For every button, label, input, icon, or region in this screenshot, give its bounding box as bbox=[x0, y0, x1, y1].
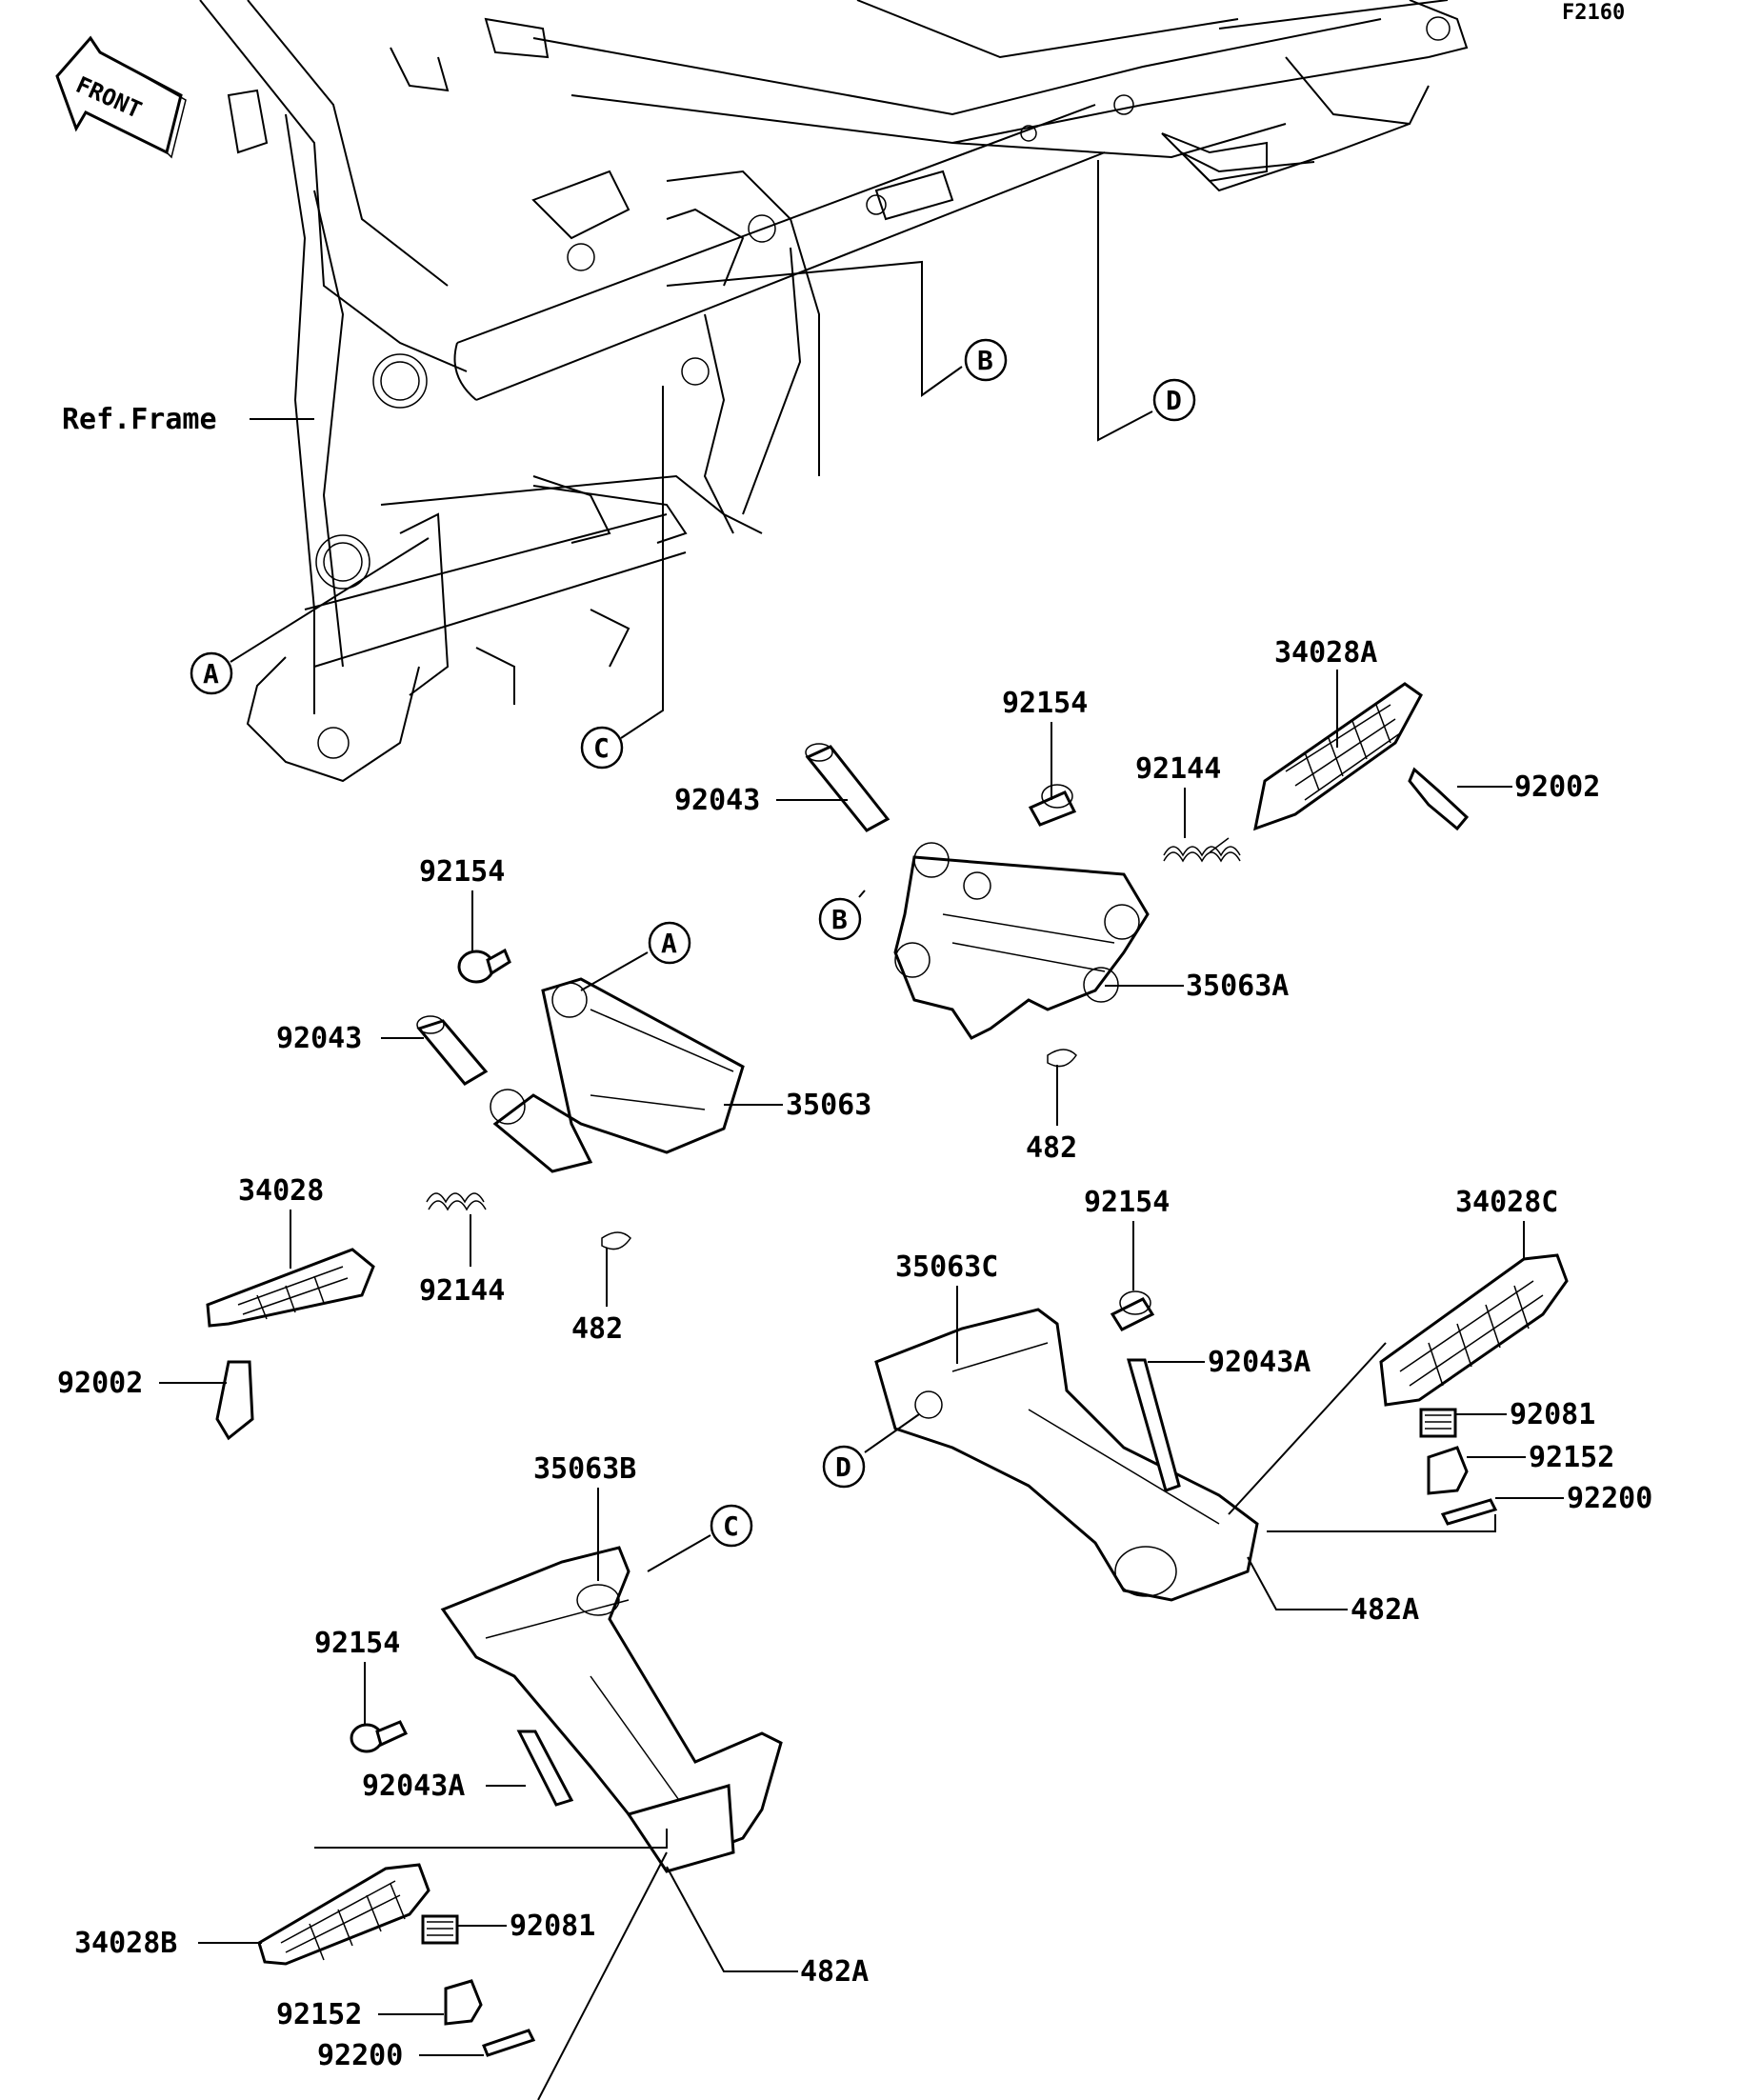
spring-92144-a bbox=[1163, 837, 1241, 863]
svg-text:B: B bbox=[831, 904, 848, 935]
footpeg-34028b bbox=[257, 1863, 430, 1966]
part-label-92152-b: 92152 bbox=[276, 1998, 362, 2031]
part-label-35063a: 35063A bbox=[1186, 970, 1289, 1003]
part-label-92200-b: 92200 bbox=[317, 2039, 403, 2072]
footpeg-34028c bbox=[1379, 1253, 1569, 1407]
part-label-482a-a: 482A bbox=[1351, 1593, 1419, 1627]
ref-callout-a-top: A bbox=[190, 537, 430, 695]
ref-callout-b-top: B bbox=[666, 260, 1008, 397]
part-label-482-b: 482 bbox=[571, 1312, 623, 1346]
part-label-34028c: 34028C bbox=[1455, 1186, 1558, 1219]
svg-text:A: A bbox=[203, 658, 219, 690]
footpeg-34028a bbox=[1253, 682, 1423, 831]
part-label-92200-a: 92200 bbox=[1567, 1482, 1652, 1515]
bolt-92002-a bbox=[1408, 767, 1470, 831]
part-label-35063b: 35063B bbox=[533, 1452, 636, 1486]
part-label-92152-a: 92152 bbox=[1529, 1441, 1614, 1474]
plate-92152-b bbox=[444, 1979, 483, 2026]
bolt-92154-d bbox=[350, 1720, 409, 1753]
bolt-92154-c bbox=[1110, 1290, 1155, 1331]
pin-92043-a bbox=[805, 743, 891, 832]
svg-text:A: A bbox=[661, 928, 677, 959]
spring-92081-b bbox=[421, 1914, 459, 1945]
figure-code: F2160 bbox=[1562, 1, 1625, 25]
footpeg-bracket-35063 bbox=[490, 977, 745, 1173]
washer-92200-a bbox=[1440, 1498, 1498, 1526]
part-label-34028b: 34028B bbox=[74, 1927, 177, 1960]
pin-92043a-a bbox=[1127, 1358, 1181, 1492]
washer-92200-b bbox=[482, 2029, 536, 2057]
part-label-34028a: 34028A bbox=[1274, 636, 1377, 670]
part-label-92081-b: 92081 bbox=[510, 1910, 595, 1943]
ref-callout-c-bottom: C bbox=[647, 1504, 753, 1572]
part-label-92002-a: 92002 bbox=[1514, 770, 1600, 804]
frame-drawing bbox=[199, 0, 1469, 783]
snap-ring-482-a bbox=[1047, 1049, 1077, 1068]
part-label-92144-b: 92144 bbox=[419, 1274, 505, 1308]
ref-callout-d-mid: D bbox=[822, 1413, 920, 1489]
part-label-92154-c: 92154 bbox=[1084, 1186, 1170, 1219]
spring-92144-b bbox=[426, 1192, 487, 1211]
front-arrow-icon: FRONT bbox=[55, 35, 187, 159]
part-label-92144-a: 92144 bbox=[1135, 752, 1221, 786]
svg-text:D: D bbox=[1166, 385, 1182, 416]
spring-92081-a bbox=[1419, 1408, 1457, 1438]
part-label-92043a-b: 92043A bbox=[362, 1770, 465, 1803]
part-label-92154-a: 92154 bbox=[1002, 687, 1088, 720]
ref-callout-a-mid: A bbox=[580, 921, 691, 991]
ref-callout-b-mid: B bbox=[818, 890, 866, 941]
part-label-92043-a: 92043 bbox=[674, 784, 760, 817]
footpeg-bracket-35063c bbox=[874, 1308, 1259, 1602]
svg-text:C: C bbox=[593, 732, 610, 764]
plate-92152-a bbox=[1427, 1446, 1469, 1495]
snap-ring-482-b bbox=[601, 1231, 631, 1250]
part-label-35063c: 35063C bbox=[895, 1250, 998, 1284]
footpeg-bracket-35063b bbox=[440, 1546, 783, 1873]
part-label-92154-d: 92154 bbox=[314, 1627, 400, 1660]
bolt-92154-b bbox=[457, 948, 511, 984]
bolt-92002-b bbox=[215, 1360, 254, 1441]
ref-callout-d-top: D bbox=[1097, 160, 1196, 442]
footpeg-bracket-35063a bbox=[893, 842, 1150, 1040]
part-label-92081-a: 92081 bbox=[1510, 1398, 1595, 1431]
part-label-92154-b: 92154 bbox=[419, 855, 505, 889]
frame-label: Ref.Frame bbox=[62, 403, 217, 436]
svg-text:B: B bbox=[977, 345, 993, 376]
ref-callout-c-top: C bbox=[580, 386, 664, 770]
part-label-482-a: 482 bbox=[1026, 1131, 1077, 1165]
part-label-482a-b: 482A bbox=[800, 1955, 869, 1989]
part-label-35063: 35063 bbox=[786, 1089, 871, 1122]
footpeg-34028 bbox=[206, 1248, 375, 1328]
svg-text:D: D bbox=[835, 1451, 851, 1483]
part-label-92002-b: 92002 bbox=[57, 1367, 143, 1400]
bolt-92154-a bbox=[1028, 784, 1077, 827]
part-label-92043-b: 92043 bbox=[276, 1022, 362, 1055]
pin-92043-b bbox=[416, 1015, 489, 1086]
part-label-34028: 34028 bbox=[238, 1174, 324, 1208]
part-label-92043a-a: 92043A bbox=[1208, 1346, 1311, 1379]
svg-text:C: C bbox=[723, 1510, 739, 1542]
pin-92043a-b bbox=[516, 1730, 574, 1807]
